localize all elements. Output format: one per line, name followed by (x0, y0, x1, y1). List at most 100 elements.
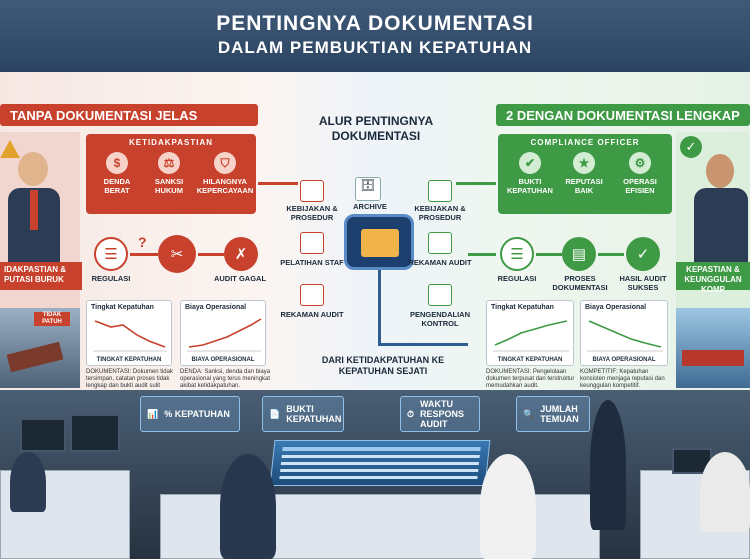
policy-icon-right (428, 180, 452, 202)
analyst-center-left (220, 454, 276, 559)
right-arrow (378, 343, 468, 346)
face-icon (18, 152, 48, 186)
archive-icon: 🗄 (355, 177, 381, 201)
table-row (280, 469, 479, 472)
gear-icon: ⚙ (629, 152, 651, 174)
declining-line-chart (93, 320, 167, 352)
chart-caption: TINGKAT KEPATUHAN (497, 357, 563, 363)
center-item-policy-left: KEBIJAKAN & PROSEDUR (286, 204, 338, 222)
chart-title: Tingkat Kepatuhan (91, 304, 154, 311)
analyst-left (10, 452, 46, 512)
data-dashboard[interactable] (269, 440, 491, 486)
sinking-ship-scene: TIDAK PATUH (0, 308, 80, 388)
regulation-label-left: REGULASI (91, 274, 131, 283)
audit-success-label: HASIL AUDIT SUKSES (619, 274, 667, 292)
kpi-findings[interactable]: 🔍 JUMLAH TEMUAN (516, 396, 590, 432)
chart-title: Biaya Operasional (585, 304, 647, 311)
monitor-chart (70, 414, 120, 452)
rising-cost-chart (187, 318, 262, 352)
risk-label: HILANGNYA KEPERCAYAAN (196, 177, 254, 195)
center-item-training: PELATIHAN STAF (280, 258, 344, 267)
cost-chart-left: Biaya Operasional BIAYA OPERASIONAL (180, 300, 266, 366)
flow-arrow (598, 253, 624, 256)
ship-icon (682, 350, 744, 366)
table-row (279, 476, 478, 479)
cost-chart-right: Biaya Operasional BIAYA OPERASIONAL (580, 300, 668, 366)
kpi-label: WAKTU RESPONS AUDIT (420, 399, 465, 429)
folder-icon (361, 229, 399, 257)
benefit-reputation: ★ REPUTASI BAIK (558, 152, 610, 195)
money-icon: $ (106, 152, 128, 174)
risk-trust: ⛉ HILANGNYA KEPERCAYAAN (196, 152, 254, 195)
compliance-officer-title: COMPLIANCE OFFICER (530, 138, 640, 147)
audit-record-icon-right (428, 232, 452, 254)
page-title: PENTINGNYA DOKUMENTASI (216, 12, 534, 35)
policy-icon-left (300, 180, 324, 202)
benefit-label: OPERASI EFISIEN (623, 177, 657, 195)
broken-shield-icon: ⛉ (214, 152, 236, 174)
left-side-label: IDAKPASTIAN & PUTASI BURUK (0, 262, 82, 290)
right-header: 2 DENGAN DOKUMENTASI LENGKAP (496, 104, 750, 126)
search-icon: 🔍 (523, 408, 535, 419)
failed-audit-label: AUDIT GAGAL (213, 274, 267, 283)
flow-arrow (198, 253, 224, 256)
kpi-label: JUMLAH TEMUAN (540, 404, 579, 424)
ribbon-icon: ★ (573, 152, 595, 174)
question-mark-icon: ? (138, 234, 147, 250)
document-check-icon: ✔ (519, 152, 541, 174)
center-title: ALUR PENTINGNYA DOKUMENTASI (318, 114, 434, 143)
cargo-ship-scene (676, 308, 750, 388)
face-icon (706, 154, 734, 188)
gavel-icon: ⚖ (158, 152, 180, 174)
down-arrow (378, 270, 381, 346)
risk-legal: ⚖ SANKSI HUKUM (144, 152, 194, 195)
table-row (281, 455, 480, 458)
center-caption: DARI KETIDAKPATUHAN KE KEPATUHAN SEJATI (321, 355, 445, 376)
compliance-chart-left: Tingkat Kepatuhan TINGKAT KEPATUHAN (86, 300, 172, 366)
training-icon (300, 232, 324, 254)
chart-caption: TINGKAT KEPATUHAN (96, 357, 162, 363)
document-icon: 📄 (269, 408, 281, 419)
center-item-audit-right: REKAMAN AUDIT (408, 258, 472, 267)
regulation-node-right: ☰ (500, 237, 534, 271)
title-banner: PENTINGNYA DOKUMENTASI DALAM PEMBUKTIAN … (0, 0, 750, 72)
table-header (282, 447, 481, 451)
connector-arrow-right (456, 182, 496, 185)
compliance-officer-panel: COMPLIANCE OFFICER ✔ BUKTI KEPATUHAN ★ R… (498, 134, 672, 214)
kpi-evidence[interactable]: 📄 BUKTI KEPATUHAN (262, 396, 344, 432)
failed-audit-icon: ✗ (224, 237, 258, 271)
flow-arrow (130, 253, 158, 256)
process-label: PROSES DOKUMENTASI (552, 274, 608, 292)
broken-process-icon: ✂ (158, 235, 196, 273)
audit-record-icon-left (300, 284, 324, 306)
table-row (280, 462, 480, 465)
tie-icon (30, 190, 38, 230)
audit-success-icon: ✓ (626, 237, 660, 271)
uncertainty-title: KETIDAKPASTIAN (128, 138, 214, 147)
left-header: TANPA DOKUMENTASI JELAS (0, 104, 258, 126)
regulation-node-left: ☰ (94, 237, 128, 271)
chart-caption: BIAYA OPERASIONAL (191, 357, 255, 363)
analyst-right (700, 452, 750, 532)
rising-compliance-chart (493, 320, 569, 352)
left-desc-1: DOKUMENTASI: Dokumen tidak tersimpan, ca… (86, 369, 173, 389)
documentation-process-icon: ▤ (562, 237, 596, 271)
regulation-label-right: REGULASI (497, 274, 537, 283)
analyst-center-right (480, 454, 536, 559)
ship-icon (6, 341, 64, 373)
infographic-screen: TANPA DOKUMENTASI JELAS IDAKPASTIAN & PU… (0, 72, 750, 390)
standing-officer (590, 400, 626, 530)
left-desc-2: DENDA: Sanksi, denda dan biaya operasion… (180, 369, 271, 389)
right-desc-2: KOMPETITIF: Kepatuhan konsisten menjaga … (580, 369, 665, 389)
non-compliant-flag: TIDAK PATUH (34, 312, 70, 326)
kpi-label: % KEPATUHAN (164, 409, 230, 419)
kpi-compliance[interactable]: 📊 % KEPATUHAN (140, 396, 240, 432)
chart-title: Biaya Operasional (185, 304, 247, 311)
right-desc-1: DOKUMENTASI: Pengelolaan dokumen terpusa… (486, 369, 575, 389)
compliance-chart-right: Tingkat Kepatuhan TINGKAT KEPATUHAN (486, 300, 574, 366)
stressed-manager (0, 132, 80, 322)
risk-label: SANKSI HUKUM (154, 177, 184, 195)
kpi-response-time[interactable]: ⏱ WAKTU RESPONS AUDIT (400, 396, 480, 432)
right-side-label: KEPASTIAN & KEUNGGULAN KOMP (676, 262, 750, 294)
control-icon (428, 284, 452, 306)
